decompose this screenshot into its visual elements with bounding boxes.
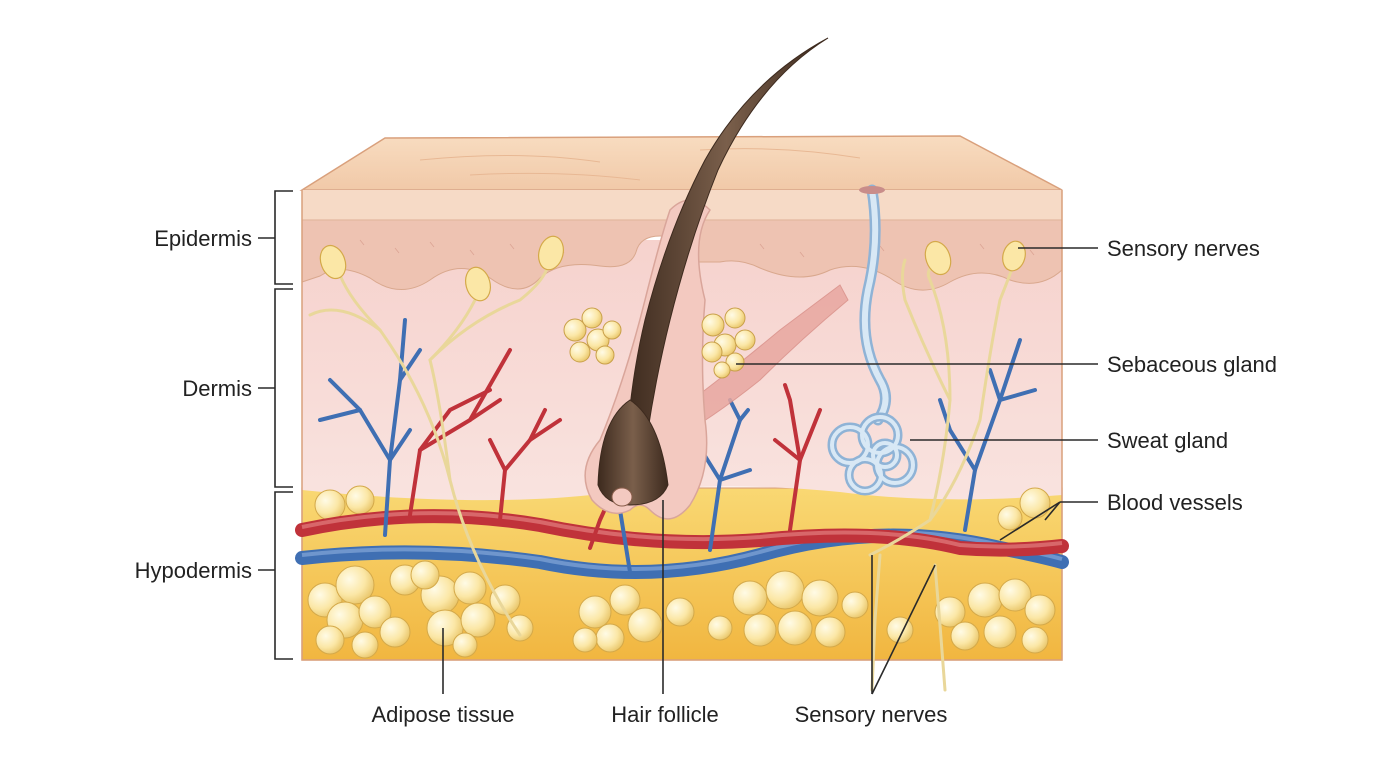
label-blood-vessels: Blood vessels bbox=[1107, 490, 1243, 515]
label-sweat-gland: Sweat gland bbox=[1107, 428, 1228, 453]
label-sensory-nerves-bottom: Sensory nerves bbox=[795, 702, 948, 727]
label-sebaceous-gland: Sebaceous gland bbox=[1107, 352, 1277, 377]
label-hair-follicle: Hair follicle bbox=[611, 702, 719, 727]
sweat-pore bbox=[859, 186, 885, 194]
label-hypodermis: Hypodermis bbox=[135, 558, 252, 583]
dermal-papilla bbox=[612, 488, 632, 506]
label-adipose-tissue: Adipose tissue bbox=[371, 702, 514, 727]
label-dermis: Dermis bbox=[182, 376, 252, 401]
label-sensory-nerves-top: Sensory nerves bbox=[1107, 236, 1260, 261]
layer-brackets bbox=[258, 191, 293, 659]
label-epidermis: Epidermis bbox=[154, 226, 252, 251]
skin-surface-top bbox=[302, 136, 1062, 190]
